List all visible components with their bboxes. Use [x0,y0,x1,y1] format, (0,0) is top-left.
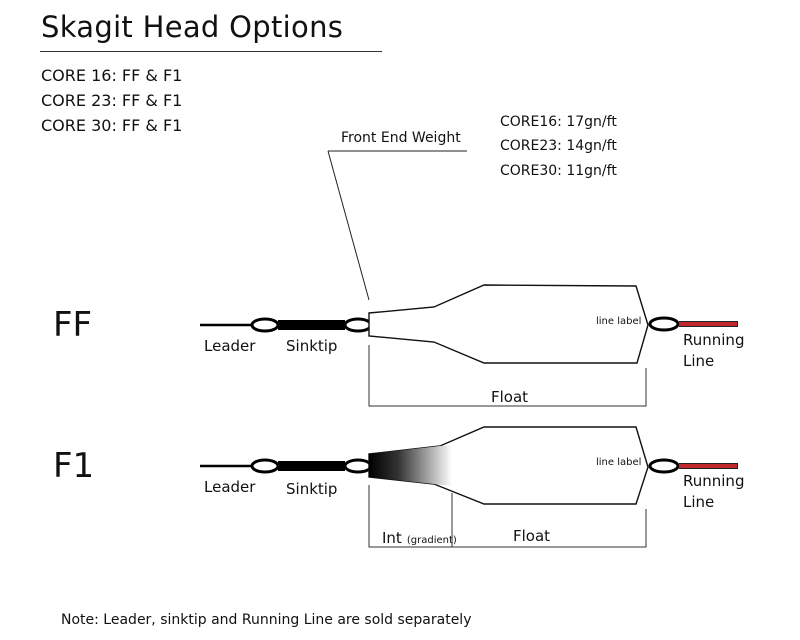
sinktip-label: Sinktip [286,337,338,355]
sinktip-label: Sinktip [286,480,338,498]
title-underline [40,51,382,52]
running-line-label: Running [683,472,745,490]
section-label-int-sub: (gradient) [406,535,457,546]
running-line-label: Line [683,352,715,370]
weight-value: CORE16: 17gn/ft [500,114,617,130]
line-label: line label [596,457,642,468]
leader-label: Leader [204,478,256,496]
sinktip-bar [278,461,345,471]
loop-connector [343,317,373,333]
line-label: line label [596,316,642,327]
core-option: CORE 23: FF & F1 [41,91,183,110]
section-label-float: Float [513,527,551,545]
loop-connector [648,316,680,332]
page-title: Skagit Head Options [41,10,344,44]
section-label-float: Float [491,388,529,406]
section-label-int-main: Int [382,529,402,547]
head-type-label: F1 [53,446,95,486]
core-option: CORE 30: FF & F1 [41,116,183,135]
head-body [368,284,649,364]
section-bracket [368,345,647,407]
f1-rig [200,426,738,548]
callout-pointer [327,150,370,301]
weight-value: CORE30: 11gn/ft [500,163,617,179]
loop-connector [250,458,280,474]
loop-connector [250,317,280,333]
front-end-weight-label: Front End Weight [341,130,461,146]
running-line-label: Line [683,493,715,511]
weight-value: CORE23: 14gn/ft [500,138,617,154]
core-option: CORE 16: FF & F1 [41,66,183,85]
running-line-label: Running [683,331,745,349]
head-type-label: FF [53,305,93,345]
footnote: Note: Leader, sinktip and Running Line a… [61,612,472,628]
section-label-int: Int (gradient) [382,528,457,547]
leader-label: Leader [204,337,256,355]
section-bracket [368,485,647,548]
intermediate-gradient-section [369,445,452,486]
loop-connector [343,458,373,474]
sinktip-bar [278,320,345,330]
ff-rig [200,284,738,407]
loop-connector [648,458,680,474]
